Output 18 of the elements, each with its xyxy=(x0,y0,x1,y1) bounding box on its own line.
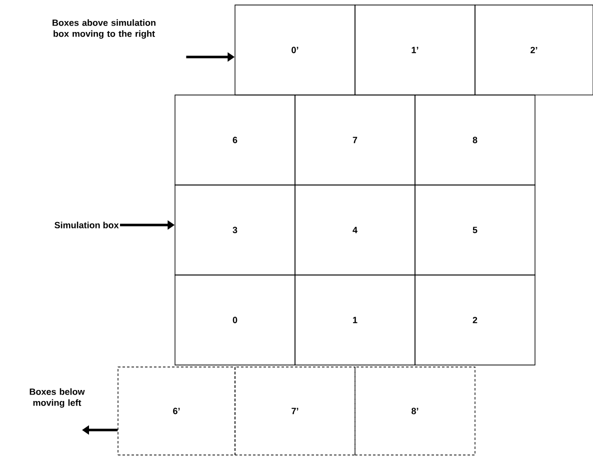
grid-box: 7 xyxy=(294,94,416,186)
dashed-box: 6’ xyxy=(118,366,236,456)
dashed-box: 7’ xyxy=(234,366,356,456)
grid-box: 0’ xyxy=(234,4,356,96)
grid-box: 5 xyxy=(414,184,536,276)
grid-box: 8 xyxy=(414,94,536,186)
grid-box: 3 xyxy=(174,184,296,276)
grid-box: 6 xyxy=(174,94,296,186)
grid-box: 4 xyxy=(294,184,416,276)
dashed-box: 8’ xyxy=(354,366,476,456)
caption-text: Simulation box xyxy=(54,222,119,228)
caption-text: Boxes below moving left xyxy=(30,388,85,408)
grid-box: 1’ xyxy=(354,4,476,96)
grid-box: 1 xyxy=(294,274,416,366)
grid-box: 0 xyxy=(174,274,296,366)
grid-box: 2’ xyxy=(474,4,593,96)
caption-text: Boxes above simulation box moving to the right xyxy=(52,19,156,39)
grid-box: 2 xyxy=(414,274,536,366)
